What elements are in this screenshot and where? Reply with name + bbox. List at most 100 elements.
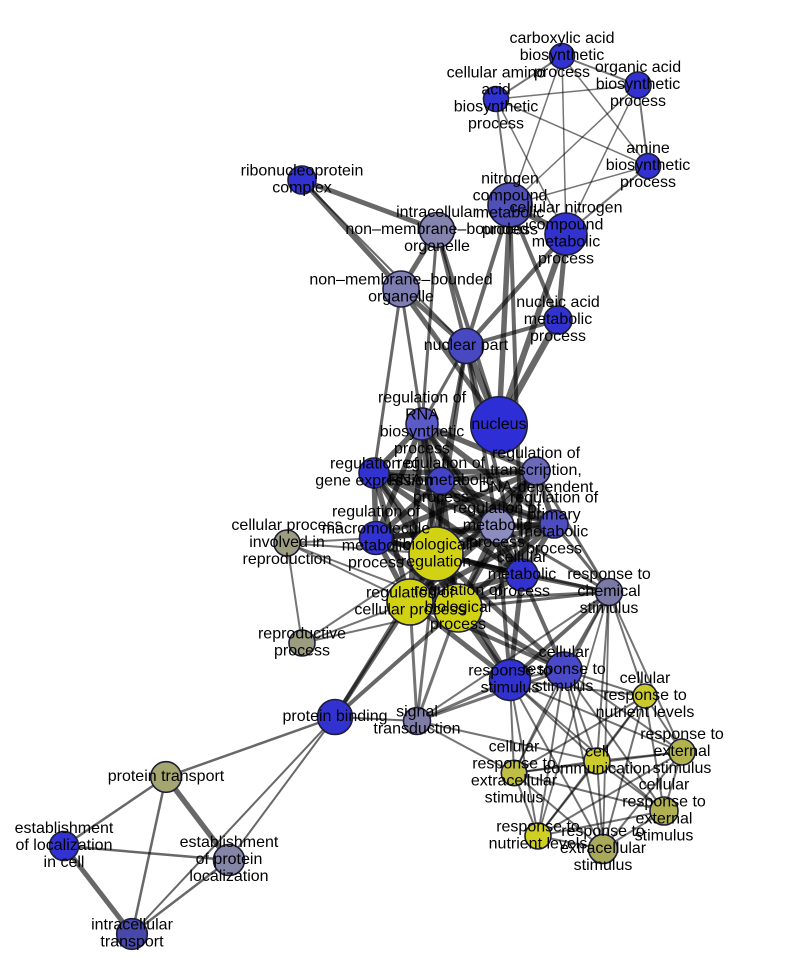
svg-text:metabolic: metabolic xyxy=(520,524,588,541)
svg-text:gene expression: gene expression xyxy=(315,473,432,490)
svg-text:RNA: RNA xyxy=(405,407,439,424)
svg-text:cellular process: cellular process xyxy=(231,517,342,534)
svg-text:metabolic: metabolic xyxy=(524,311,592,328)
svg-text:acid: acid xyxy=(481,82,510,99)
svg-text:extracellular: extracellular xyxy=(471,773,558,790)
svg-text:external: external xyxy=(636,811,693,828)
svg-text:transduction: transduction xyxy=(373,721,460,738)
svg-text:communication: communication xyxy=(543,761,651,778)
svg-text:nucleic acid: nucleic acid xyxy=(516,294,600,311)
svg-text:non–membrane–bounded: non–membrane–bounded xyxy=(345,221,528,238)
svg-text:process: process xyxy=(430,616,486,633)
svg-text:regulation of: regulation of xyxy=(414,582,503,599)
svg-text:organelle: organelle xyxy=(368,289,434,306)
svg-text:regulation of: regulation of xyxy=(453,500,542,517)
svg-text:biosynthetic: biosynthetic xyxy=(606,157,691,174)
svg-text:organelle: organelle xyxy=(404,238,470,255)
svg-text:cellular amino: cellular amino xyxy=(447,65,546,82)
svg-text:response to: response to xyxy=(522,661,606,678)
svg-text:stimulus: stimulus xyxy=(574,857,633,874)
svg-text:reproduction: reproduction xyxy=(243,551,332,568)
svg-text:external: external xyxy=(654,743,711,760)
svg-text:intracellular: intracellular xyxy=(91,917,173,934)
svg-text:process: process xyxy=(394,441,450,458)
svg-text:response to: response to xyxy=(561,823,645,840)
svg-text:macromolecule: macromolecule xyxy=(322,521,431,538)
svg-text:nitrogen: nitrogen xyxy=(481,171,539,188)
svg-text:signal: signal xyxy=(396,704,438,721)
svg-text:regulation of: regulation of xyxy=(397,455,486,472)
svg-text:transcription,: transcription, xyxy=(490,462,582,479)
svg-text:stimulus: stimulus xyxy=(635,828,694,845)
svg-text:regulation of: regulation of xyxy=(510,490,599,507)
svg-text:regulation of: regulation of xyxy=(366,585,455,602)
svg-text:stimulus: stimulus xyxy=(580,600,639,617)
svg-text:process: process xyxy=(530,328,586,345)
svg-text:chemical: chemical xyxy=(577,583,640,600)
svg-text:establishment: establishment xyxy=(15,820,114,837)
svg-text:process: process xyxy=(538,251,594,268)
svg-text:process: process xyxy=(482,222,538,239)
svg-text:cellular: cellular xyxy=(620,670,671,687)
svg-text:intracellular: intracellular xyxy=(396,204,478,221)
svg-text:stimulus: stimulus xyxy=(485,790,544,807)
svg-text:process: process xyxy=(413,489,469,506)
svg-text:process: process xyxy=(469,534,525,551)
svg-text:response to: response to xyxy=(603,687,687,704)
svg-text:process: process xyxy=(534,64,590,81)
svg-text:response to: response to xyxy=(640,726,724,743)
svg-text:biosynthetic: biosynthetic xyxy=(596,76,681,93)
svg-text:stimulus: stimulus xyxy=(653,760,712,777)
svg-text:protein transport: protein transport xyxy=(108,768,225,785)
svg-text:cellular: cellular xyxy=(497,549,548,566)
svg-text:in cell: in cell xyxy=(44,854,85,871)
svg-text:amine: amine xyxy=(626,140,670,157)
svg-text:organic acid: organic acid xyxy=(595,59,681,76)
svg-text:metabolic: metabolic xyxy=(476,205,544,222)
svg-text:process: process xyxy=(610,93,666,110)
svg-text:complex: complex xyxy=(272,180,332,197)
svg-text:process: process xyxy=(620,174,676,191)
svg-text:extracellular: extracellular xyxy=(560,840,647,857)
svg-text:of localization: of localization xyxy=(16,837,113,854)
svg-text:cellular nitrogen: cellular nitrogen xyxy=(510,200,623,217)
svg-text:ribonucleoprotein: ribonucleoprotein xyxy=(241,163,364,180)
svg-text:primary: primary xyxy=(527,507,580,524)
svg-text:nutrient levels: nutrient levels xyxy=(596,704,695,721)
svg-text:transport: transport xyxy=(100,934,164,951)
svg-text:involved in: involved in xyxy=(249,534,325,551)
svg-text:regulation of: regulation of xyxy=(492,445,581,462)
svg-text:nucleus: nucleus xyxy=(471,416,526,433)
svg-text:response to: response to xyxy=(468,663,552,680)
svg-text:regulation: regulation xyxy=(401,554,471,571)
svg-text:response to: response to xyxy=(496,819,580,836)
svg-text:biosynthetic: biosynthetic xyxy=(454,99,539,116)
svg-text:establishment: establishment xyxy=(180,834,279,851)
svg-text:metabolic: metabolic xyxy=(532,234,600,251)
svg-text:cellular: cellular xyxy=(539,644,590,661)
svg-text:response to: response to xyxy=(567,566,651,583)
svg-text:compound: compound xyxy=(473,188,548,205)
svg-text:cellular: cellular xyxy=(489,739,540,756)
svg-text:cell: cell xyxy=(585,744,609,761)
svg-text:localization: localization xyxy=(189,868,268,885)
svg-text:biological: biological xyxy=(403,537,470,554)
svg-text:DNA-dependent: DNA-dependent xyxy=(479,479,594,496)
svg-text:stimulus: stimulus xyxy=(535,678,594,695)
svg-text:RNA metabolic: RNA metabolic xyxy=(388,472,494,489)
svg-text:process: process xyxy=(468,116,524,133)
svg-text:of protein: of protein xyxy=(196,851,263,868)
svg-text:regulation of: regulation of xyxy=(330,456,419,473)
svg-text:nuclear part: nuclear part xyxy=(424,337,509,354)
svg-text:regulation of: regulation of xyxy=(332,504,421,521)
svg-text:stimulus: stimulus xyxy=(481,680,540,697)
svg-text:non–membrane–bounded: non–membrane–bounded xyxy=(309,272,492,289)
svg-text:cellular: cellular xyxy=(639,777,690,794)
svg-text:biological: biological xyxy=(425,599,492,616)
svg-text:metabolic: metabolic xyxy=(342,538,410,555)
svg-text:response to: response to xyxy=(622,794,706,811)
svg-text:nutrient levels: nutrient levels xyxy=(489,836,588,853)
svg-text:metabolic: metabolic xyxy=(488,566,556,583)
svg-text:regulation of: regulation of xyxy=(378,390,467,407)
svg-text:process: process xyxy=(526,541,582,558)
